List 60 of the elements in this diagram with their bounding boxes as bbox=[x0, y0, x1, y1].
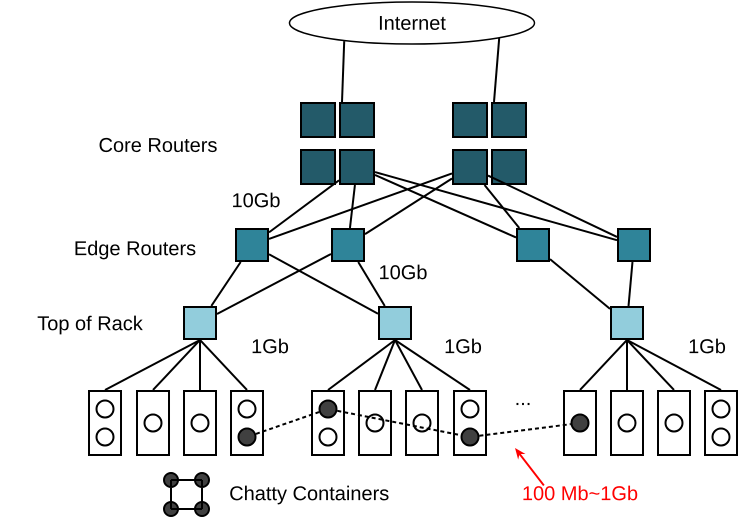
container-circle bbox=[712, 428, 730, 446]
ellipse-node: Internet bbox=[288, 1, 536, 45]
dashed-link bbox=[256, 411, 320, 435]
router-box bbox=[452, 102, 488, 138]
link-line bbox=[628, 262, 634, 306]
router-box bbox=[491, 102, 527, 138]
bandwidth-label: 10Gb bbox=[380, 264, 427, 280]
annotation-text: 100 Mb~1Gb bbox=[523, 486, 638, 500]
link-line bbox=[374, 174, 516, 238]
link-line bbox=[104, 339, 200, 391]
link-line bbox=[268, 172, 452, 240]
container-circle bbox=[712, 400, 730, 418]
link-line bbox=[341, 41, 346, 102]
link-line bbox=[549, 258, 611, 310]
router-box bbox=[300, 102, 336, 138]
bandwidth-label: 1Gb bbox=[446, 338, 482, 354]
bandwidth-label: 10Gb bbox=[233, 192, 280, 208]
link-line bbox=[374, 340, 396, 390]
bandwidth-label: 1Gb bbox=[690, 338, 726, 354]
link-line bbox=[394, 339, 471, 391]
link-line bbox=[199, 339, 248, 391]
switch-box bbox=[610, 306, 644, 340]
legend-label: Chatty Containers bbox=[230, 486, 388, 504]
link-line bbox=[626, 340, 628, 390]
link-line bbox=[364, 178, 453, 235]
dashed-link bbox=[479, 423, 571, 437]
switch-box bbox=[378, 306, 412, 340]
switch-box bbox=[183, 306, 217, 340]
ellipsis: ... bbox=[516, 402, 530, 406]
router-box bbox=[452, 149, 488, 185]
link-line bbox=[210, 261, 242, 307]
link-line bbox=[374, 171, 618, 242]
tier-label: Top of Rack bbox=[38, 316, 143, 334]
tier-label: Edge Routers bbox=[76, 240, 196, 260]
link-line bbox=[216, 253, 332, 315]
link-line bbox=[152, 339, 201, 391]
link-line bbox=[626, 339, 722, 391]
link-line bbox=[327, 339, 396, 391]
link-line bbox=[484, 184, 520, 229]
link-line bbox=[357, 261, 386, 306]
tier-label: Core Routers bbox=[100, 138, 217, 152]
router-box bbox=[331, 228, 365, 262]
router-box bbox=[339, 102, 375, 138]
link-line bbox=[488, 174, 618, 238]
link-line bbox=[199, 340, 201, 390]
router-box bbox=[235, 228, 269, 262]
link-line bbox=[626, 339, 675, 391]
link-line bbox=[579, 339, 628, 391]
router-box bbox=[516, 228, 550, 262]
router-box bbox=[300, 149, 336, 185]
link-line bbox=[348, 184, 356, 228]
link-line bbox=[394, 340, 423, 390]
link-line bbox=[268, 253, 378, 315]
router-box bbox=[617, 228, 651, 262]
bandwidth-label: 1Gb bbox=[252, 338, 288, 354]
router-box bbox=[339, 149, 375, 185]
link-line bbox=[493, 38, 500, 102]
link-line bbox=[268, 180, 340, 234]
dashed-link bbox=[337, 410, 461, 436]
router-box bbox=[491, 149, 527, 185]
